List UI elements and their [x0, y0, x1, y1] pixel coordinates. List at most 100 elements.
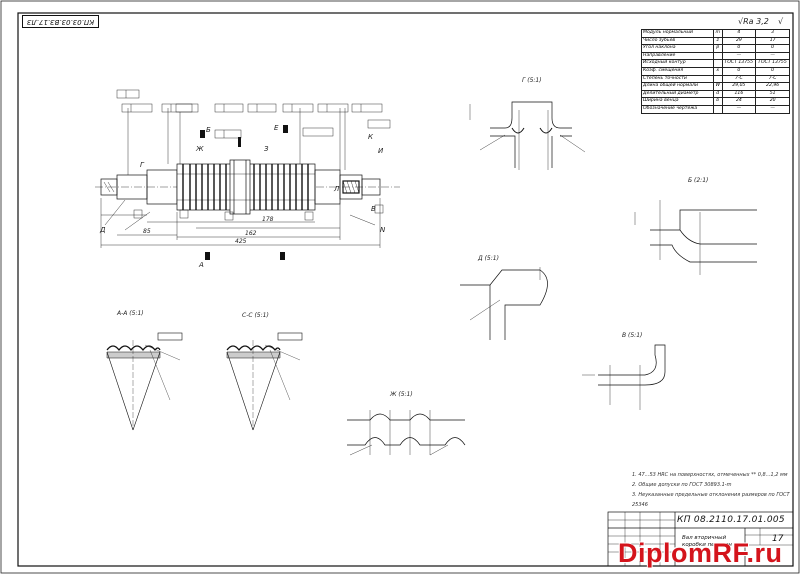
title-block-part-name: Вал вторичный коробки передач	[682, 535, 732, 548]
section-letter-d: Д	[100, 226, 106, 234]
param-table-cell: ГОСТ 13755	[755, 59, 790, 68]
param-table-cell: d	[713, 89, 723, 99]
param-table-cell: Угол наклона	[640, 44, 715, 53]
section-cc	[226, 332, 303, 431]
param-table-cell: 51	[755, 89, 790, 99]
param-table-cell: Направление	[640, 51, 715, 61]
param-table-cell: W	[713, 82, 723, 91]
param-table-cell	[713, 74, 723, 84]
param-table-cell: 17	[755, 36, 790, 46]
param-table-cell: 116	[721, 89, 757, 99]
title-block	[607, 511, 794, 567]
section-aa	[106, 332, 183, 431]
dimension-right: 178	[262, 216, 274, 223]
param-table-cell: —	[755, 51, 790, 61]
detail-view-v	[582, 344, 666, 410]
param-table-cell	[713, 59, 723, 68]
param-table-cell: 29	[721, 36, 757, 46]
param-table-cell: 4	[721, 29, 757, 38]
note-2: 2. Общие допуски по ГОСТ 30893.1-m	[632, 482, 732, 488]
param-table-cell: Модуль нормальный	[640, 29, 715, 38]
view-label-v: В (5:1)	[622, 332, 643, 339]
param-table-row: Обозначение чертежа ——	[640, 104, 790, 114]
param-table-cell: 20	[755, 97, 790, 106]
param-table-cell: 24	[721, 97, 757, 106]
roughness-symbol-other: √	[778, 17, 784, 26]
param-table-cell: —	[721, 104, 757, 114]
detail-view-g	[469, 101, 586, 170]
inner-frame	[17, 12, 794, 567]
param-table-cell: —	[755, 104, 790, 114]
section-label-aa: А-А (5:1)	[117, 310, 144, 317]
param-table-cell: —	[721, 51, 757, 61]
detail-view-d	[460, 267, 548, 340]
note-1: 1. 47...53 HRC на поверхностях, отмеченн…	[632, 472, 788, 478]
param-table-cell: Делительный диаметр	[640, 89, 715, 99]
param-table-cell: Исходный контур	[640, 59, 715, 68]
section-letter-zh: Ж	[196, 145, 204, 153]
shaft-main-view	[95, 159, 400, 215]
param-table-cell: b	[713, 97, 723, 106]
param-table-cell: Обозначение чертежа	[640, 104, 715, 114]
diplomrf-watermark-logo: DiplomRF.ru	[618, 538, 783, 568]
param-table-cell: z	[713, 36, 723, 46]
technical-notes: 1. 47...53 HRC на поверхностях, отмеченн…	[632, 470, 800, 510]
dimension-mid: 162	[245, 230, 257, 237]
section-letter-g: Г	[140, 161, 144, 169]
view-label-b: Б (2:1)	[688, 177, 709, 184]
section-letter-b: Б	[206, 126, 211, 134]
param-table-cell: 7-С	[721, 74, 757, 84]
note-3: 3. Неуказанные предельные отклонения раз…	[632, 492, 790, 508]
section-label-cc: С-С (5:1)	[242, 312, 269, 319]
dimension-left: 85	[143, 228, 151, 235]
section-letter-v: В	[371, 205, 376, 213]
param-table-cell: 0	[755, 66, 790, 76]
param-table-cell: 0	[721, 66, 757, 76]
section-letter-a: А	[199, 261, 204, 269]
main-dimensions	[100, 89, 391, 248]
param-table-cell: β	[713, 44, 723, 53]
view-label-g: Г (5:1)	[522, 77, 542, 84]
title-block-doc-number: КП 08.2110.17.01.005	[677, 515, 785, 525]
param-table-cell: Длина общей нормали	[640, 82, 715, 91]
param-table-cell: 0	[721, 44, 757, 53]
param-table-cell: ГОСТ 13755	[721, 59, 757, 68]
param-table-row: Направление ——	[640, 51, 790, 61]
roughness-symbol: √Ra 3,2	[738, 17, 769, 26]
document-code-stamp: КП.03.03.ВЗ.17.ЛЗ	[22, 15, 99, 28]
param-table-cell: 0	[755, 44, 790, 53]
param-table-cell: 29,05	[721, 82, 757, 91]
view-label-d: Д (5:1)	[478, 255, 499, 262]
section-letter-i: И	[378, 147, 384, 155]
param-table-cell: 7-С	[755, 74, 790, 84]
section-letter-e: Е	[274, 124, 279, 132]
param-table-cell: m	[713, 29, 723, 38]
param-table-cell: Число зубьев	[640, 36, 715, 46]
section-markers	[200, 125, 288, 260]
section-letter-n: N	[380, 226, 386, 234]
param-table-cell: 3	[755, 29, 790, 38]
param-table-cell: Ширина венца	[640, 97, 715, 106]
param-table-cell: 22,96	[755, 82, 790, 91]
section-letter-k: К	[368, 133, 373, 141]
param-table-cell	[713, 51, 723, 61]
section-letter-z: З	[264, 145, 269, 153]
dimension-total-length: 425	[235, 238, 247, 245]
view-label-zh: Ж (5:1)	[390, 391, 413, 398]
param-table-cell: Коэф. смещения	[640, 66, 715, 76]
param-table-cell: x	[713, 66, 723, 76]
param-table-cell: Степень точности	[640, 74, 715, 84]
section-letter-l: Л	[334, 185, 340, 193]
title-block-sheet-number: 17	[772, 534, 784, 544]
param-table-cell	[713, 104, 723, 114]
